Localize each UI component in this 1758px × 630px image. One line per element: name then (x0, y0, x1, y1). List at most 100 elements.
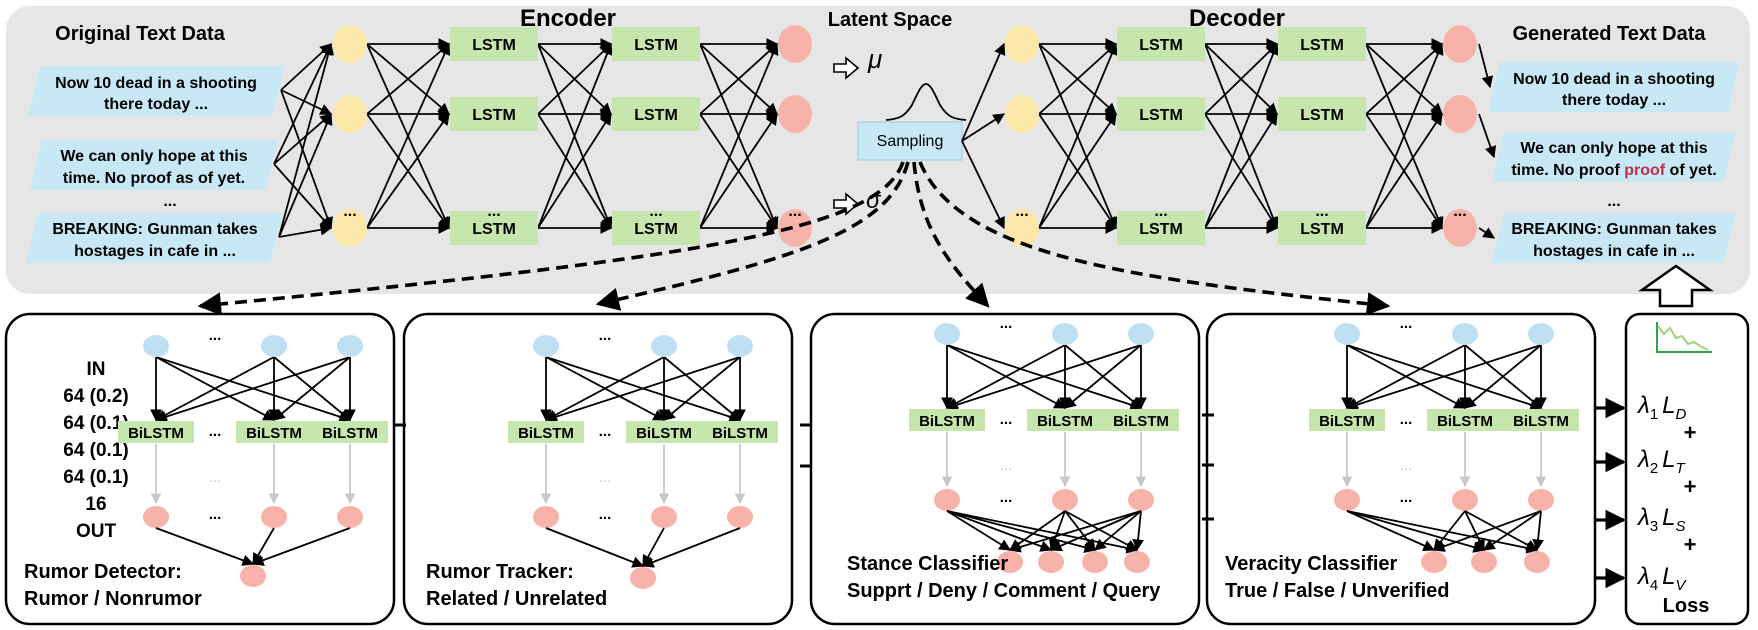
encoder-lstm-label: LSTM (472, 107, 516, 124)
encoder-edge (537, 42, 613, 229)
output-node (1524, 551, 1550, 573)
hidden-to-output-edge (1064, 510, 1139, 551)
bilstm-label: BiLSTM (1437, 413, 1493, 430)
decoder-lstm-label: LSTM (1139, 221, 1183, 238)
loss-label: Loss (1663, 595, 1710, 617)
encoder-lstm-cell (612, 97, 700, 131)
decoder-ellipsis: ... (1015, 203, 1028, 220)
hidden-to-output-edge (641, 527, 741, 568)
blue-to-bilstm-edge (1464, 344, 1542, 409)
vae-section: Original Text Data Encoder Latent Space … (26, 5, 1740, 263)
module-box (1205, 312, 1597, 626)
decoder-edge (1204, 42, 1279, 229)
loss-curve-icon (1656, 322, 1712, 353)
text-to-encoder-edge (280, 89, 333, 115)
encoder-lstm-cell (612, 211, 700, 245)
module-ellipsis-faded: ... (1000, 457, 1013, 474)
blue-to-bilstm-edge (1345, 344, 1466, 409)
output-node (1471, 551, 1497, 573)
original-text-2-line1: We can only hope at this (60, 148, 247, 165)
encoder-lstm-label: LSTM (634, 37, 678, 54)
input-node (337, 335, 363, 357)
encoder-lstm-cell (450, 27, 538, 61)
sigma-arrow-icon (833, 192, 860, 216)
text-to-encoder-edge (273, 42, 332, 165)
bilstm-cell (236, 421, 312, 443)
original-text-1-line1: Now 10 dead in a shooting (55, 75, 257, 92)
bilstm-cell (1503, 409, 1579, 431)
mu-symbol: μ (867, 44, 882, 74)
input-node (1334, 323, 1360, 345)
output-node (630, 567, 656, 589)
hidden-to-output-edge (251, 527, 351, 566)
input-node (261, 335, 287, 357)
decoder-lstm-cell (1278, 97, 1366, 131)
decoder-lstm-label: LSTM (1300, 221, 1344, 238)
encoder-output-node (778, 25, 812, 63)
decoder-lstm-cell (1117, 97, 1205, 131)
encoder-lstm-cell (450, 97, 538, 131)
module-ellipsis: ... (209, 506, 222, 523)
encoder-ellipsis: ... (788, 203, 801, 220)
decoder-edge (1038, 113, 1117, 229)
blue-to-bilstm-edge (1064, 344, 1142, 409)
module-ellipsis: ... (599, 423, 612, 440)
input-node (727, 335, 753, 357)
bilstm-cell (1103, 409, 1179, 431)
decoder-ellipsis: ... (1154, 203, 1167, 220)
bilstm-cell (1027, 409, 1103, 431)
decoder-edge (1038, 42, 1118, 229)
bilstm-label: BiLSTM (322, 425, 378, 442)
hidden-node (1052, 489, 1078, 511)
module-title: Stance Classifier (847, 553, 1008, 575)
hidden-to-output-edge (545, 527, 645, 568)
module-ellipsis-faded: ... (1400, 457, 1413, 474)
encoder-lstm-cell (450, 211, 538, 245)
blue-to-bilstm-edge (544, 356, 741, 423)
bilstm-label: BiLSTM (518, 425, 574, 442)
module-ellipsis: ... (209, 423, 222, 440)
dashed-arrow-veracity (918, 161, 1391, 316)
output-node (1124, 551, 1150, 573)
latent-space-title: Latent Space (828, 9, 952, 31)
original-text-box-2 (30, 140, 278, 190)
generated-text-3-line1: BREAKING: Gunman takes (1511, 221, 1716, 238)
module-ellipsis: ... (209, 327, 222, 344)
hidden-node (1128, 489, 1154, 511)
module-title: Rumor Detector: (24, 561, 182, 583)
bilstm-label: BiLSTM (1037, 413, 1093, 430)
module-subtitle: Related / Unrelated (426, 588, 607, 610)
gaussian-curve-icon (885, 83, 967, 121)
module-ellipsis: ... (599, 506, 612, 523)
encoder-ellipsis: ... (487, 203, 500, 220)
hidden-to-output-edge (1346, 510, 1486, 553)
sampling-to-decoder-edge (961, 140, 1005, 230)
decoder-ellipsis: ... (1315, 203, 1328, 220)
bilstm-cell (118, 421, 194, 443)
hidden-node (261, 506, 287, 528)
blue-to-bilstm-edge (945, 344, 1142, 411)
bilstm-label: BiLSTM (1319, 413, 1375, 430)
bilstm-cell (626, 421, 702, 443)
decoder-edge (1038, 43, 1117, 115)
bilstm-cell (1427, 409, 1503, 431)
bilstm-label: BiLSTM (1513, 413, 1569, 430)
sampling-box (857, 121, 963, 161)
decoder-lstm-label: LSTM (1300, 107, 1344, 124)
encoder-ellipsis: ... (649, 203, 662, 220)
output-node (997, 551, 1023, 573)
module-subtitle: Supprt / Deny / Comment / Query (847, 580, 1161, 602)
layer-label: 16 (85, 494, 106, 515)
decoder-to-text-edge (1478, 227, 1495, 239)
decoder-ellipsis: ... (1453, 203, 1466, 220)
encoder-output-node (778, 209, 812, 247)
decoder-edge (1204, 113, 1278, 229)
original-text-1-line2: there today ... (104, 96, 208, 113)
bilstm-cell (312, 421, 388, 443)
